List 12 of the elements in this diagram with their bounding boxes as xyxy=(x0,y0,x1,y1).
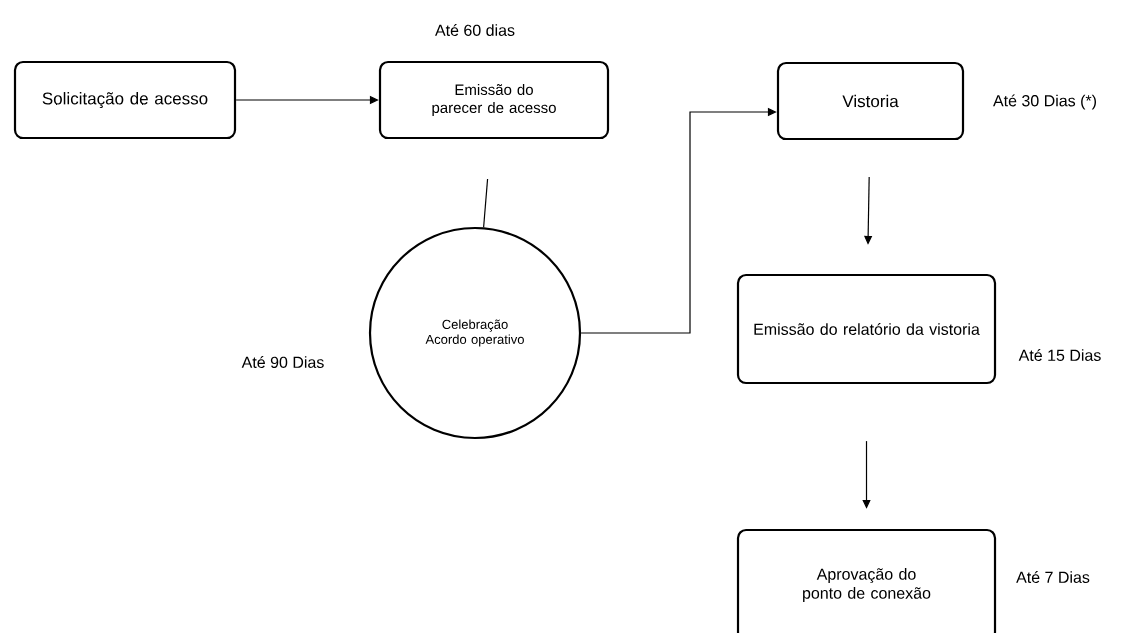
process-box: Emissão do parecer de acesso xyxy=(378,60,610,140)
duration-label: Até 60 dias xyxy=(435,24,515,36)
process-box: Solicitação de acesso xyxy=(13,60,237,140)
duration-label: Até 30 Dias (*) xyxy=(993,94,1096,110)
duration-label: Até 90 Dias xyxy=(241,356,324,368)
arrow xyxy=(580,107,777,334)
duration-label: Até 7 Dias xyxy=(1016,571,1090,583)
arrow xyxy=(862,440,871,509)
process-box: Aprovação do ponto de conexão xyxy=(736,528,997,633)
process-box: Emissão do relatório da vistoria xyxy=(736,273,997,385)
duration-label: Até 15 Dias xyxy=(1018,349,1101,361)
process-box: Vistoria xyxy=(776,61,965,141)
